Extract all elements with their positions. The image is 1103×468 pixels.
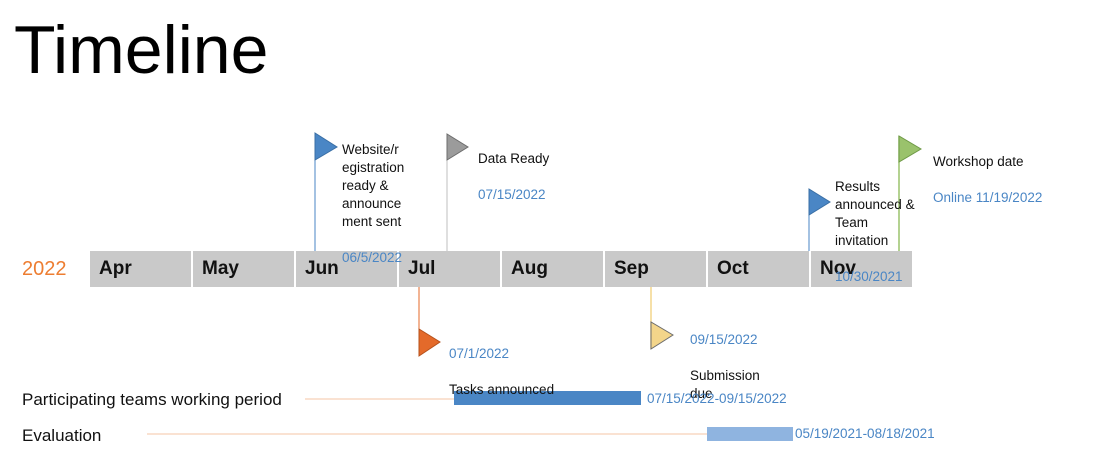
month-cell-sep: Sep [605,251,706,287]
workshop-milestone: Workshop date Online 11/19/2022 [933,135,1042,225]
milestone-date: 10/30/2021 [835,269,903,284]
working-period-label: Participating teams working period [22,390,282,409]
month-cell-nov: Nov [811,251,912,287]
page-title: Timeline [14,12,269,88]
milestone-label: Submission due [690,368,760,401]
tasks-flag-icon [418,328,441,357]
milestone-date: 07/15/2022 [478,187,546,202]
month-cell-apr: Apr [90,251,191,287]
milestone-date: 09/15/2022 [690,332,758,347]
month-label: Sep [614,258,649,279]
evaluation-range: 05/19/2021-08/18/2021 [795,426,935,441]
month-label: Apr [99,258,132,279]
milestone-date: 07/1/2022 [449,346,510,361]
month-cell-may: May [193,251,294,287]
month-label: Jul [408,258,436,279]
month-label: May [202,258,239,279]
website-flag-icon [314,132,338,161]
year-label: 2022 [22,258,67,280]
month-cell-oct: Oct [708,251,809,287]
month-cell-jul: Jul [399,251,500,287]
milestone-date: 06/5/2022 [342,250,403,265]
evaluation-bar [707,427,793,441]
month-cell-aug: Aug [502,251,603,287]
tasks-milestone: 07/1/2022 Tasks announced [449,327,554,417]
month-label: Jun [305,258,339,279]
data-ready-milestone: Data Ready 07/15/2022 [478,132,549,222]
submission-flag-icon [650,321,674,350]
evaluation-label: Evaluation [22,426,102,445]
workshop-flag-icon [898,135,922,163]
submission-milestone: 09/15/2022 Submission due [690,313,760,421]
month-label: Nov [820,258,856,279]
data-ready-flag-icon [446,133,469,161]
milestone-label: Results announced & Team invitation [835,179,915,248]
results-milestone: Results announced & Team invitation 10/3… [835,160,915,304]
working-period-range: 07/15/2022-09/15/2022 [647,391,787,406]
month-label: Aug [511,258,548,279]
website-milestone: Website/r egistration ready & announce m… [342,123,422,285]
milestone-label: Data Ready [478,151,550,166]
milestone-label: Website/r egistration ready & announce m… [342,142,405,229]
working-period-bar [454,391,641,405]
month-label: Oct [717,258,749,279]
milestone-date: Online 11/19/2022 [933,190,1043,205]
month-cell-jun: Jun [296,251,397,287]
results-flag-icon [808,188,831,216]
milestone-label: Workshop date [933,154,1024,169]
milestone-label: Tasks announced [449,382,555,397]
